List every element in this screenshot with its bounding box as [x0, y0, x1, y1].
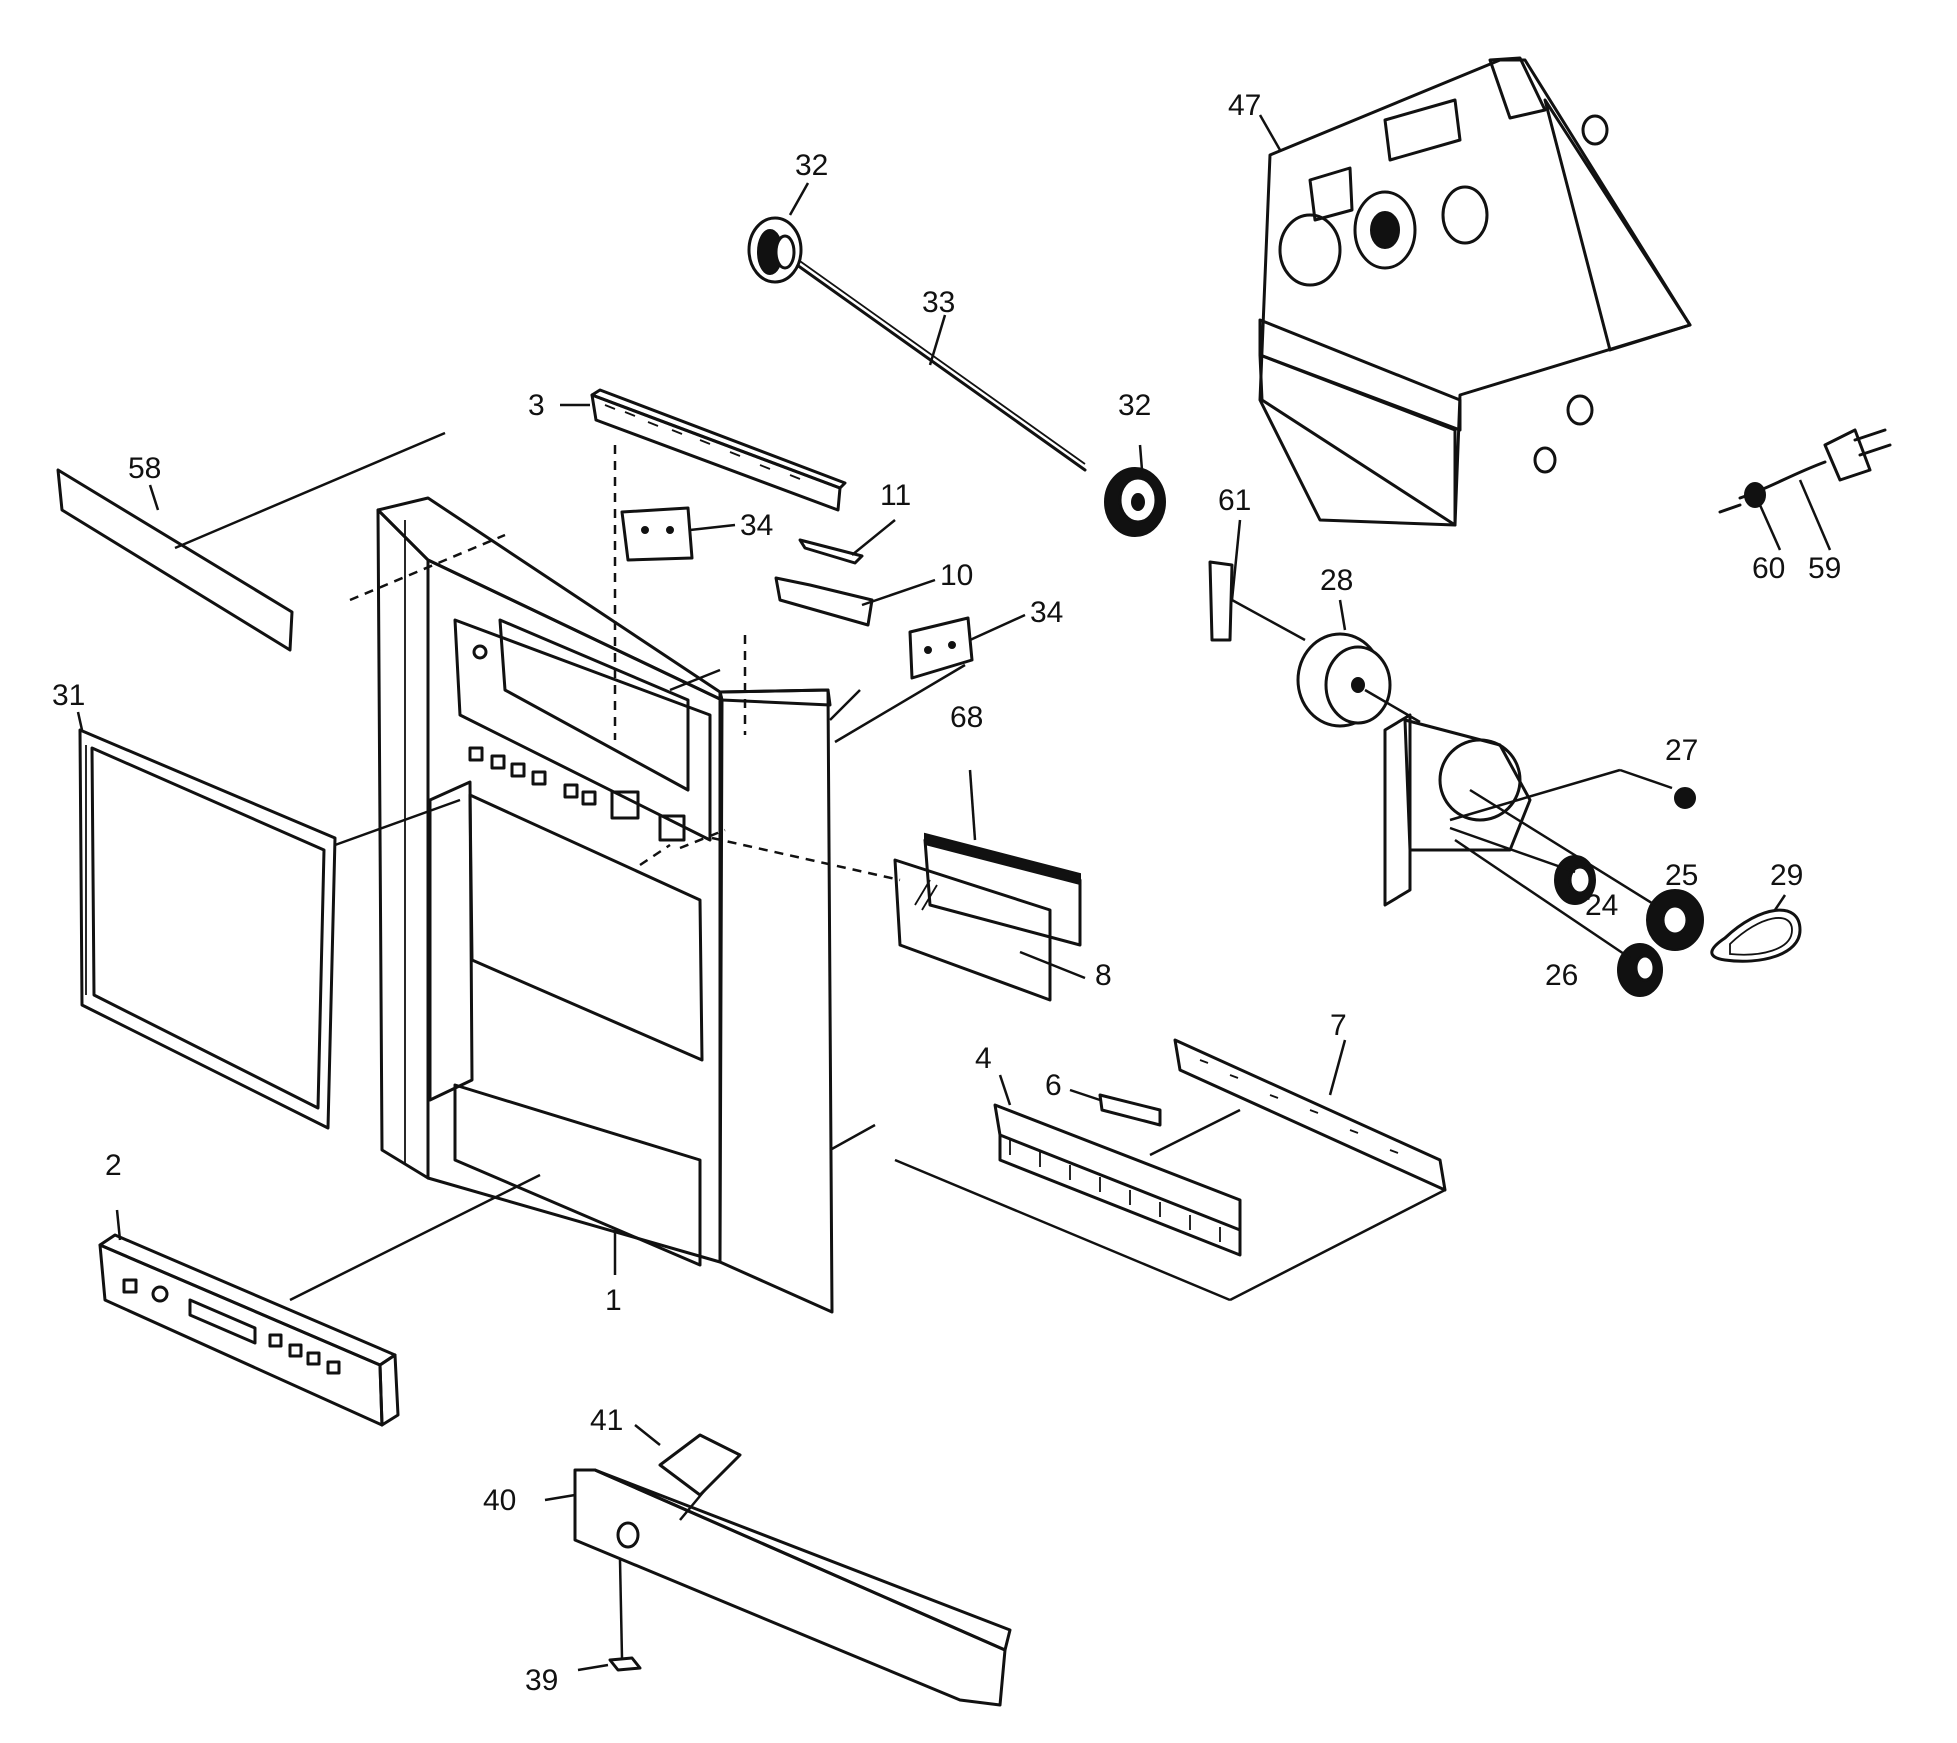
callout-33: 33 — [922, 286, 955, 319]
part-68-display-board — [923, 769, 1082, 947]
callout-8: 8 — [1095, 959, 1112, 992]
part-39-clip — [577, 1559, 642, 1672]
part-41-bracket — [634, 1424, 742, 1521]
callout-7: 7 — [1330, 1009, 1347, 1042]
callout-41: 41 — [590, 1404, 623, 1437]
part-58-label-plate — [56, 431, 446, 652]
board-outline-lines — [894, 1158, 1446, 1302]
callout-58: 58 — [128, 452, 161, 485]
callout-26: 26 — [1545, 959, 1578, 992]
part-6-connector — [1069, 1088, 1162, 1127]
part-28-motor — [1296, 599, 1421, 728]
part-34-bracket-b — [834, 613, 1026, 744]
callout-68: 68 — [950, 701, 983, 734]
part-26-pulley — [1454, 838, 1663, 997]
part-40-bottom-trim — [544, 1468, 1012, 1707]
callout-25: 25 — [1665, 859, 1698, 892]
callout-34a: 34 — [740, 509, 773, 542]
part-27-screw — [1619, 768, 1696, 809]
part-1-front-cabinet — [349, 445, 876, 1314]
callout-28: 28 — [1320, 564, 1353, 597]
callout-59: 59 — [1808, 552, 1841, 585]
callout-60: 60 — [1752, 552, 1785, 585]
part-31-panel-frame — [76, 711, 461, 1130]
callout-labels: 1 2 3 4 6 7 8 10 11 24 25 26 27 28 29 31… — [52, 89, 1841, 1697]
callout-24: 24 — [1585, 889, 1618, 922]
callout-11: 11 — [880, 479, 911, 512]
part-59-power-cord — [1738, 428, 1892, 551]
motor-bracket — [1383, 713, 1621, 907]
cabinet-buttons — [468, 746, 686, 842]
callout-32b: 32 — [1118, 389, 1151, 422]
part-29-belt — [1710, 894, 1802, 963]
part-33-shaft — [788, 253, 1087, 472]
part-4-switch-board — [993, 1074, 1242, 1257]
part-61-plate — [1208, 519, 1306, 642]
part-2-control-bezel — [98, 1173, 541, 1427]
part-10-clip — [774, 576, 936, 627]
part-11-clip — [798, 519, 896, 565]
part-3-button-strip — [560, 388, 847, 512]
callout-4: 4 — [975, 1042, 992, 1075]
part-25-pulley — [1469, 788, 1704, 951]
callout-32a: 32 — [795, 149, 828, 182]
part-24-pulley — [1449, 826, 1596, 905]
part-7-main-board — [1149, 1038, 1447, 1192]
callout-27: 27 — [1665, 734, 1698, 767]
callout-6: 6 — [1045, 1069, 1062, 1102]
callout-39: 39 — [525, 1664, 558, 1697]
callout-31: 31 — [52, 679, 85, 712]
callout-2: 2 — [105, 1149, 122, 1182]
callout-10: 10 — [940, 559, 973, 592]
part-32-gear-a — [747, 182, 810, 284]
callout-61: 61 — [1218, 484, 1251, 517]
callout-34b: 34 — [1030, 596, 1063, 629]
callout-47: 47 — [1228, 89, 1261, 122]
callout-3: 3 — [528, 389, 545, 422]
part-32-gear-b — [1104, 444, 1166, 537]
part-8-display-window — [639, 836, 1086, 1002]
part-34-bracket-a — [620, 506, 736, 562]
part-60-cord-bushing — [1718, 482, 1782, 551]
callout-1: 1 — [605, 1284, 622, 1317]
callout-40: 40 — [483, 1484, 516, 1517]
part-47-cd-mechanism — [1258, 56, 1692, 527]
callout-29: 29 — [1770, 859, 1803, 892]
